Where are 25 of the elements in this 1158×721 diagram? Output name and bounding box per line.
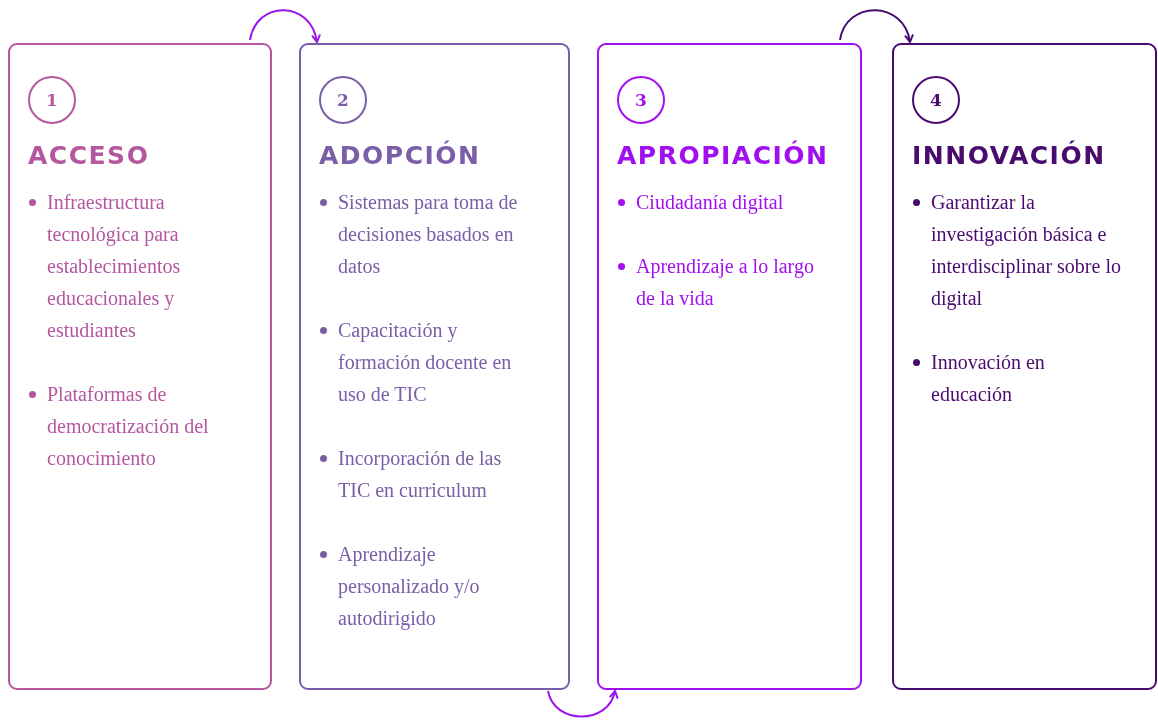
bullet-item: Infraestructura tecnológica para establecimientos educacionales y estudiantes bbox=[28, 186, 248, 346]
stage-title: APROPIACIÓN bbox=[617, 141, 829, 170]
curved-arrow bbox=[547, 690, 618, 718]
bullet-item: Innovación en educación bbox=[912, 346, 1122, 410]
bullet-item: Sistemas para toma de decisiones basados en datos bbox=[319, 186, 534, 282]
stage-card bbox=[597, 43, 862, 690]
step-number: 3 bbox=[617, 76, 665, 124]
bullet-item: Aprendizaje personalizado y/o autodirigido bbox=[319, 538, 534, 634]
bullet-item: Capacitación y formación docente en uso de TIC bbox=[319, 314, 534, 410]
bullet-item: Incorporación de las TIC en curriculum bbox=[319, 442, 534, 506]
bullet-item: Plataformas de democratización del conocimiento bbox=[28, 378, 248, 474]
curved-arrow bbox=[249, 9, 321, 43]
bullet-item: Garantizar la investigación básica e interdisciplinar sobre lo digital bbox=[912, 186, 1122, 314]
stage-card bbox=[299, 43, 570, 690]
step-number: 2 bbox=[319, 76, 367, 124]
bullet-item: Aprendizaje a lo largo de la vida bbox=[617, 250, 827, 314]
bullet-item: Ciudadanía digital bbox=[617, 186, 827, 218]
stage-card bbox=[8, 43, 272, 690]
curved-arrow bbox=[839, 9, 914, 43]
stage-title: INNOVACIÓN bbox=[912, 141, 1106, 170]
step-number: 4 bbox=[912, 76, 960, 124]
stage-title: ADOPCIÓN bbox=[319, 141, 481, 170]
stage-card bbox=[892, 43, 1157, 690]
stage-title: ACCESO bbox=[28, 141, 150, 170]
step-number: 1 bbox=[28, 76, 76, 124]
